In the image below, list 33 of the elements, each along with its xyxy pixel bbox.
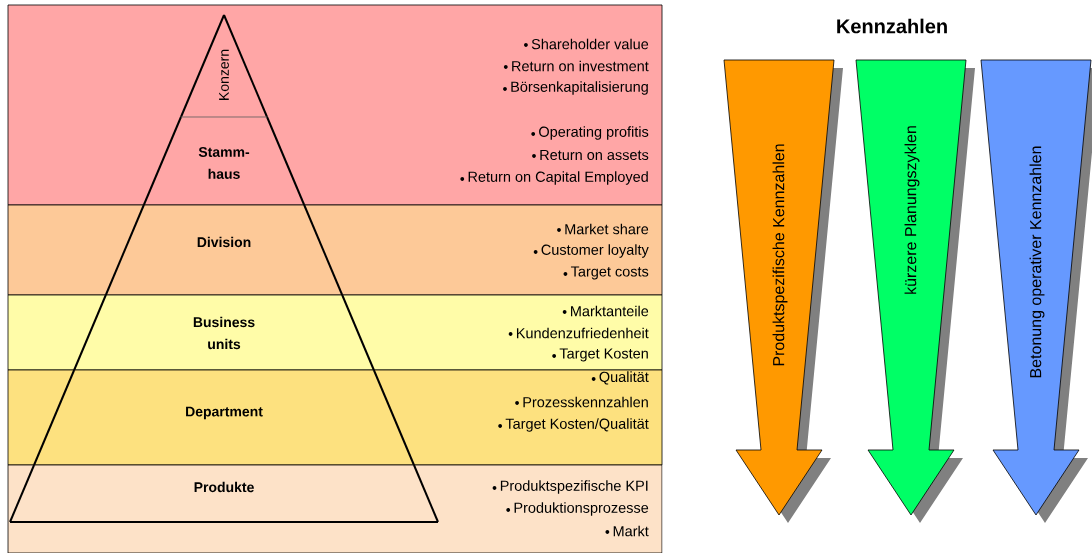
title: Kennzahlen	[837, 18, 947, 34]
bullet-item: Börsenkapitalisierung	[503, 81, 648, 95]
bullet-item: Kundenzufriedenheit	[508, 327, 649, 339]
bullet-item: Return on Capital Employed	[460, 171, 648, 185]
pyramid-level: Produkte	[9, 464, 439, 523]
bullet-item: Shareholder value	[524, 38, 649, 50]
pyramid-level: Konzern	[179, 14, 269, 118]
pointed-banner: kürzere Planungszyklen	[855, 59, 975, 523]
band	[7, 204, 663, 296]
bullet-item: Operating profitis	[531, 126, 649, 140]
bullet-item: Produktionsprozesse	[506, 502, 649, 516]
bullet-item: Marktanteile	[562, 305, 649, 317]
band	[7, 369, 663, 466]
bullet-item: Return on investment	[503, 60, 649, 72]
band	[7, 4, 663, 206]
bullet-item: Target costs	[563, 266, 649, 280]
pyramid-level: Business units	[73, 294, 375, 371]
pyramid-level: Division	[104, 204, 344, 296]
pyramid-level: Stamm- haus	[142, 116, 306, 206]
pointed-banner: Betonung operativer Kennzahlen	[980, 59, 1092, 523]
pointed-banner: Produktspezifische Kennzahlen	[723, 59, 843, 523]
band	[7, 464, 663, 553]
pyramid-level: Department	[33, 369, 415, 466]
bullet-item: Target Kosten/Qualität	[498, 418, 649, 432]
bullet-item: Market share	[557, 223, 649, 235]
bullet-item: Target Kosten	[552, 348, 648, 362]
bullet-item: Markt	[605, 525, 649, 537]
bullet-item: Produktspezifische KPI	[492, 480, 648, 494]
bullet-item: Prozesskennzahlen	[515, 396, 648, 408]
bullet-item: Customer loyalty	[533, 244, 649, 258]
band	[7, 294, 663, 371]
bullet-item: Qualität	[591, 371, 649, 385]
bullet-item: Return on assets	[532, 149, 649, 161]
